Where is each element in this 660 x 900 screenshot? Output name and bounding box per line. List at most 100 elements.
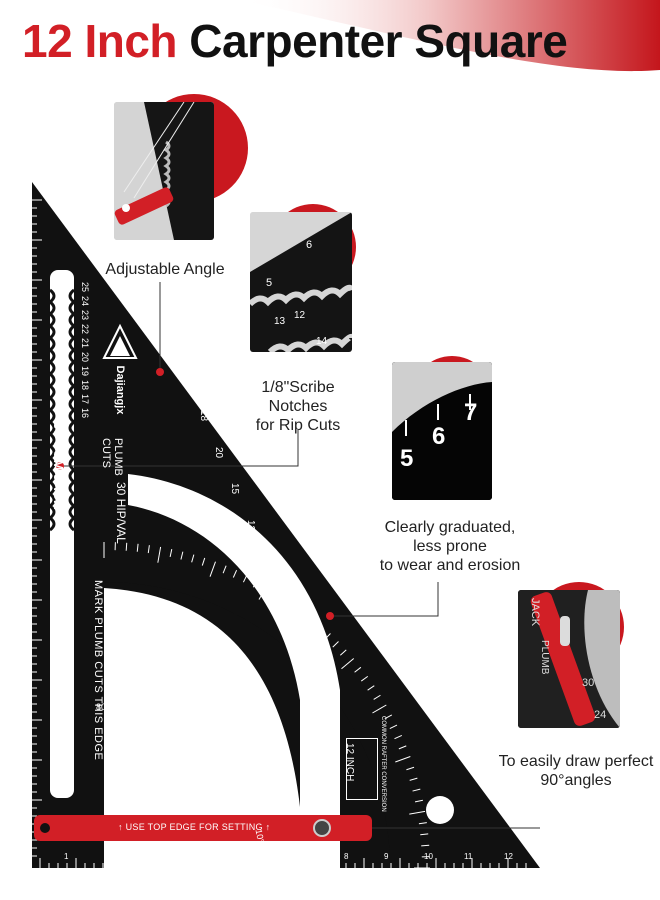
edge-label: 4: [305, 669, 317, 675]
arc-tick: [180, 551, 184, 560]
left-number: 23: [80, 309, 91, 321]
arc-tick: [302, 617, 314, 631]
arc-tick: [394, 734, 403, 740]
arc-tick: [169, 549, 173, 558]
bottom-number: 1: [64, 852, 69, 861]
cuts-text: CUTS: [100, 438, 112, 468]
arc-tick: [316, 625, 323, 633]
callout-adjustable-angle: Adjustable Angle: [105, 261, 225, 278]
arc-tick: [191, 554, 195, 563]
arc-tick: [354, 666, 362, 673]
graduated-digit: 6: [432, 423, 445, 450]
bottom-number: 4: [184, 852, 189, 861]
arc-tick: [389, 724, 398, 730]
edge-label: 20: [213, 446, 225, 458]
arc-tick: [222, 565, 227, 574]
left-number: 19: [80, 365, 91, 377]
clamp-word: 24: [594, 709, 606, 721]
arc-tick: [201, 557, 206, 566]
callout-graduated: Clearly graduated, less prone to wear an…: [370, 518, 530, 575]
edge-label: 10: [260, 556, 272, 568]
inset-scribe-drawing: 6 5 13 12 14: [250, 212, 352, 352]
bottom-number: 2: [104, 852, 109, 861]
arc-tick: [384, 714, 393, 720]
inset-graduated: 5 6 7: [392, 362, 492, 500]
page-title: 12 Inch Carpenter Square: [22, 15, 568, 67]
arc-tick: [209, 561, 216, 577]
conversion-title: COMMON RAFTER CONVERSION: [380, 716, 386, 812]
inset-clamp-drawing: JACK PLUMB 30 24: [518, 590, 620, 728]
left-number: 22: [80, 323, 91, 335]
clamp-word: JACK: [529, 598, 541, 627]
arc-tick: [420, 833, 429, 836]
arc-tick: [409, 810, 426, 815]
edge-label: 2: [321, 706, 333, 712]
left-number: 21: [80, 337, 91, 349]
arc-tick: [412, 788, 421, 792]
bottom-number: 8: [344, 852, 349, 861]
scribe-line-2: Notches: [268, 398, 328, 415]
scribe-digit: 6: [306, 239, 312, 251]
arc-tick: [332, 641, 339, 648]
inset-angle-drawing: [114, 102, 214, 240]
hip-val-label: 30 HIP/VAL: [114, 482, 128, 544]
arc-tick: [290, 603, 297, 612]
brand-mark-icon: [102, 323, 138, 359]
arc-tick: [421, 844, 430, 847]
brand-logo: Dajiangjx: [100, 322, 140, 432]
scribe-digit: 13: [274, 316, 286, 327]
left-number: 20: [80, 351, 91, 363]
arc-tick: [157, 546, 162, 563]
scribe-digit: 5: [266, 277, 272, 289]
arc-tick: [232, 569, 238, 578]
arc-tick: [372, 704, 387, 714]
arc-tick: [147, 545, 150, 554]
arc-tick: [373, 694, 381, 700]
title-product: Carpenter Square: [189, 15, 568, 67]
arc-tick: [418, 822, 427, 825]
graduated-digit: 7: [464, 399, 477, 426]
edge-label: 25: [181, 373, 193, 385]
left-number: 24: [80, 295, 91, 307]
bottom-number: 7: [304, 852, 309, 861]
arc-tick: [281, 597, 287, 605]
callout-perfect-angles: To easily draw perfect 90°angles: [496, 752, 656, 790]
angles-line-2: 90°angles: [540, 772, 612, 789]
bottom-number: 12: [504, 852, 513, 861]
com-jack-label: 30 COM/JACK: [51, 422, 66, 510]
arc-tick: [409, 777, 418, 781]
graduated-line-1: Clearly graduated,: [384, 519, 516, 536]
hang-hole: [426, 796, 454, 824]
graduated-digit: 5: [400, 445, 413, 472]
title-size: 12 Inch: [22, 15, 178, 67]
edge-label: 15: [229, 483, 241, 495]
arc-tick: [395, 756, 411, 763]
arc-tick: [398, 745, 407, 750]
bottom-number: 9: [384, 852, 389, 861]
bottom-number: 11: [464, 852, 473, 861]
arc-tick: [136, 543, 139, 552]
arc-tick: [360, 675, 369, 682]
arc-tick: [406, 766, 415, 771]
arc-tick: [299, 610, 306, 618]
plumb-cuts-label: PLUMB CUTS: [100, 438, 124, 476]
edge-label: 20: [165, 336, 177, 348]
arc-tick: [125, 542, 128, 551]
size-badge-text: 12 INCH: [344, 743, 355, 782]
inset-scribe-notches: 6 5 13 12 14: [250, 212, 352, 352]
edge-label: 18: [197, 409, 209, 422]
degree-label: 80°: [96, 702, 110, 712]
clamp-word: PLUMB: [539, 640, 550, 675]
size-badge: 12 INCH: [344, 738, 378, 800]
arc-tick: [242, 574, 248, 583]
arc-tick: [341, 658, 355, 670]
arc-ticks: [103, 542, 430, 869]
arc-tick: [252, 579, 258, 588]
bar-text: USE TOP EDGE FOR SETTING: [125, 822, 263, 832]
edge-label: 12: [245, 519, 257, 532]
bottom-number: 10: [424, 852, 433, 861]
edge-label: 6: [289, 632, 301, 639]
arc-tick: [339, 649, 347, 656]
arc-tick: [258, 585, 268, 600]
